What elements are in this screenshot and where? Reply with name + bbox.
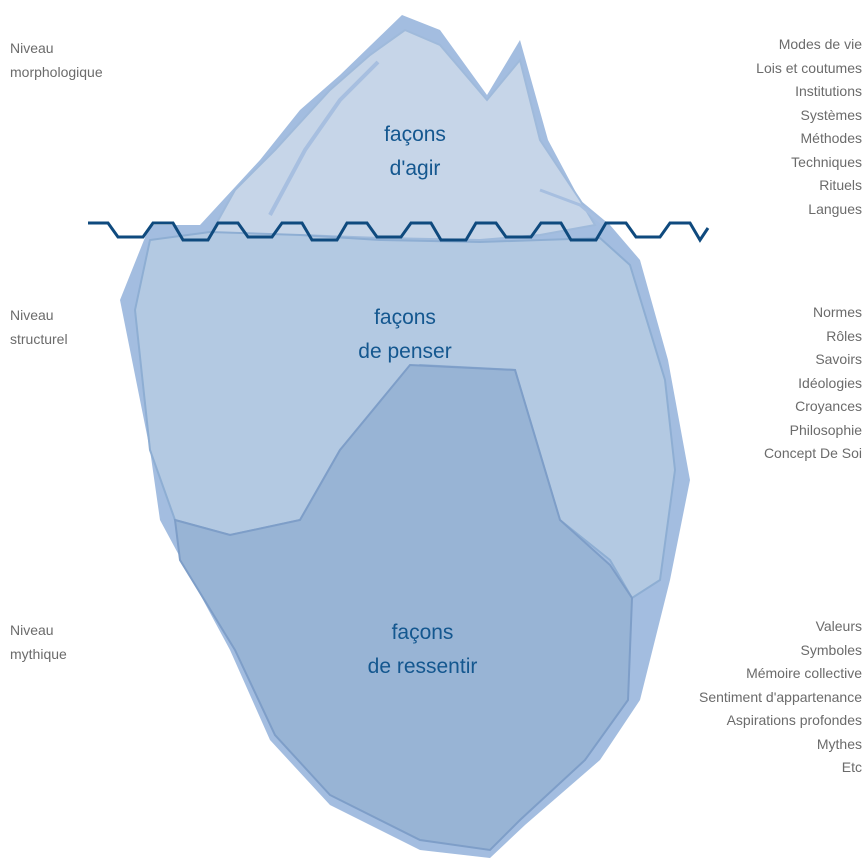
item: Etc: [841, 759, 862, 775]
level-name-mythique: Niveau mythique: [10, 622, 67, 662]
item: Philosophie: [789, 421, 862, 438]
item: Idéologies: [798, 374, 862, 391]
item: Rituels: [819, 177, 862, 193]
item: Systèmes: [800, 106, 862, 123]
item: Concept De Soi: [763, 445, 862, 461]
item: Normes: [812, 304, 862, 320]
item: Techniques: [791, 153, 862, 170]
level-name-morphologique: Niveau morphologique: [10, 40, 103, 80]
level-items-mythique: Valeurs Symboles Mémoire collective Sent…: [699, 615, 862, 780]
ridge-line: [268, 60, 380, 216]
item: Langues: [808, 200, 862, 217]
level-items-morphologique: Modes de vie Lois et coutumes Institutio…: [756, 33, 862, 221]
item: Rôles: [826, 327, 862, 344]
waterline: [88, 221, 710, 243]
item: Croyances: [795, 398, 862, 414]
level-items-structurel: Normes Rôles Savoirs Idéologies Croyance…: [764, 301, 862, 466]
item: Sentiment d'appartenance: [698, 688, 862, 705]
zone-title-penser: façons de penser: [358, 306, 452, 363]
zone-title-ressentir: façons de ressentir: [367, 621, 478, 678]
level-name-structurel: Niveau structurel: [10, 307, 68, 347]
item: Lois et coutumes: [756, 59, 862, 76]
item: Institutions: [795, 83, 862, 99]
item: Modes de vie: [778, 36, 862, 52]
item: Savoirs: [815, 351, 862, 367]
item: Aspirations profondes: [726, 712, 862, 728]
item: Valeurs: [815, 618, 862, 634]
item: Symboles: [800, 641, 862, 658]
item: Mémoire collective: [746, 665, 862, 681]
item: Méthodes: [800, 130, 862, 146]
zone-title-agir: façons d'agir: [384, 123, 446, 180]
item: Mythes: [816, 735, 862, 752]
iceberg-middle: [133, 230, 677, 600]
ridge-line: [539, 188, 611, 232]
iceberg-base: [173, 363, 634, 852]
iceberg-tip: [208, 28, 597, 242]
